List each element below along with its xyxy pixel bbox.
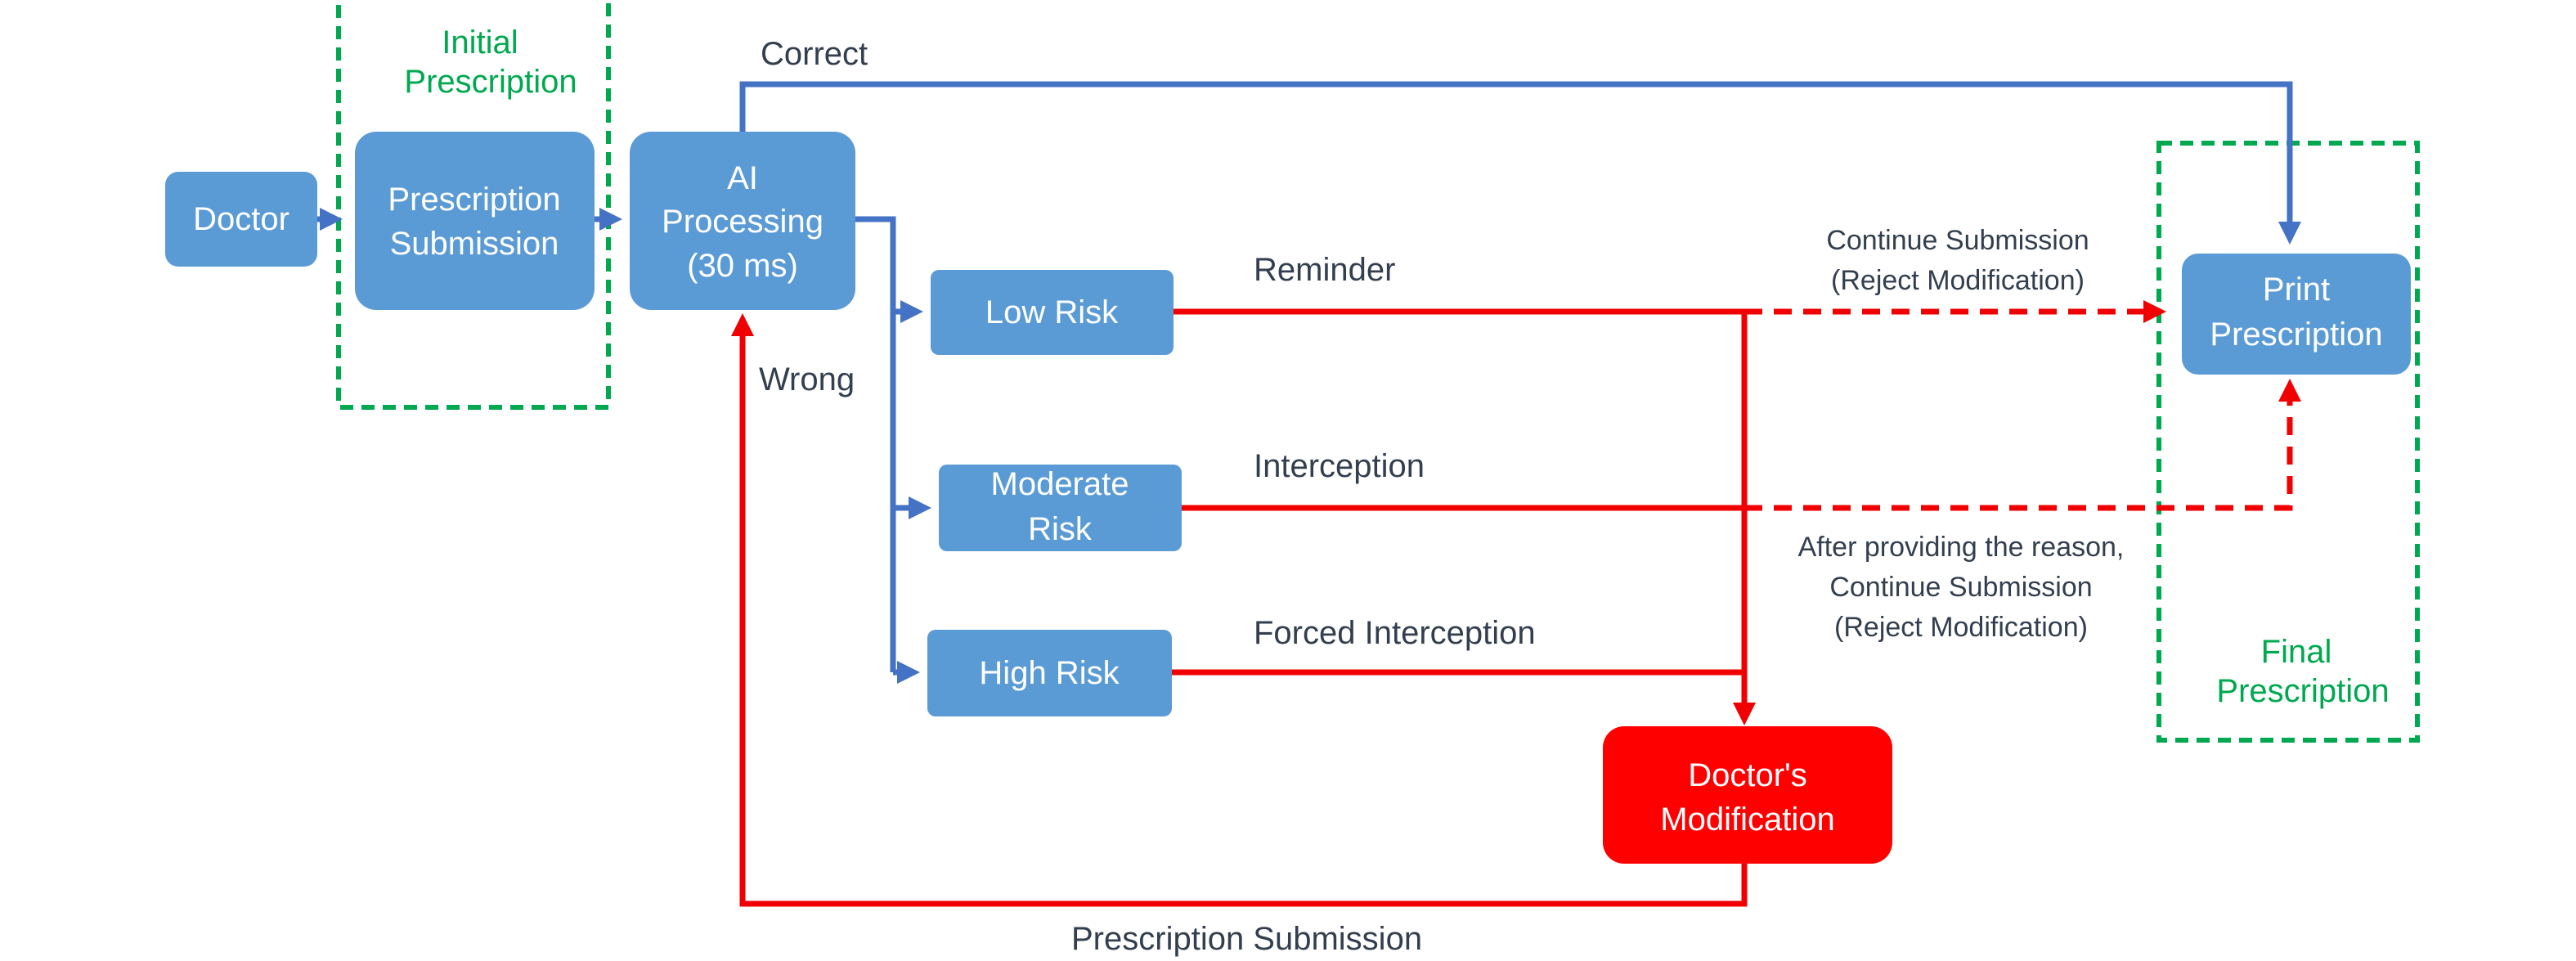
interception-label: Interception [1254,448,1425,484]
ai-processing-label-line3: (30 ms) [687,248,798,284]
ai-processing-label-line2: Processing [662,204,824,240]
ai-processing-node: AI Processing (30 ms) [630,132,855,310]
print-prescription-node: Print Prescription [2182,254,2411,375]
wrong-label: Wrong [759,361,855,397]
initial-prescription-label-line2: Prescription [404,64,577,100]
resubmission-loop-arrow [731,313,1748,907]
after-reason-label-line3: (Reject Modification) [1834,612,2088,643]
low-risk-label: Low Risk [985,294,1119,330]
initial-prescription-label-line1: Initial [442,25,518,61]
high-risk-label: High Risk [979,655,1120,691]
after-reason-label-line2: Continue Submission [1829,572,2092,603]
final-prescription-label-line2: Prescription [2216,673,2389,709]
correct-arrow [739,81,2301,245]
doctors-modification-label-line1: Doctor's [1688,757,1806,793]
moderate-risk-label-line1: Moderate [991,466,1129,502]
moderate-risk-node: Moderate Risk [939,465,1182,551]
prescription-submission-label-line1: Prescription [388,182,560,218]
doctor-label: Doctor [193,201,289,237]
doctors-modification-node: Doctor's Modification [1603,726,1892,864]
continue-submission-label-line2: (Reject Modification) [1831,265,2085,296]
reminder-label: Reminder [1254,252,1395,288]
doctors-modification-label-line2: Modification [1660,802,1834,838]
low-risk-node: Low Risk [931,270,1174,355]
moderate-risk-continue-arrow [1744,379,2301,511]
high-risk-node: High Risk [927,630,1172,716]
doctor-node: Doctor [165,172,317,267]
after-reason-label-line1: After providing the reason, [1798,532,2125,563]
print-prescription-label-line1: Print [2263,272,2330,308]
print-prescription-label-line2: Prescription [2210,317,2382,353]
prescription-submission-node: Prescription Submission [355,132,595,310]
forced-interception-label: Forced Interception [1254,615,1536,651]
correct-label: Correct [761,36,868,72]
continue-submission-label-line1: Continue Submission [1826,225,2089,256]
final-prescription-label-line1: Final [2261,634,2332,670]
ai-processing-label-line1: AI [727,160,758,196]
initial-prescription-group [336,0,611,410]
prescription-submission-label-line2: Submission [390,226,559,262]
moderate-risk-label-line2: Risk [1028,511,1093,547]
prescription-submission-loop-label: Prescription Submission [1071,921,1422,957]
risk-branch-trunk [855,216,896,672]
